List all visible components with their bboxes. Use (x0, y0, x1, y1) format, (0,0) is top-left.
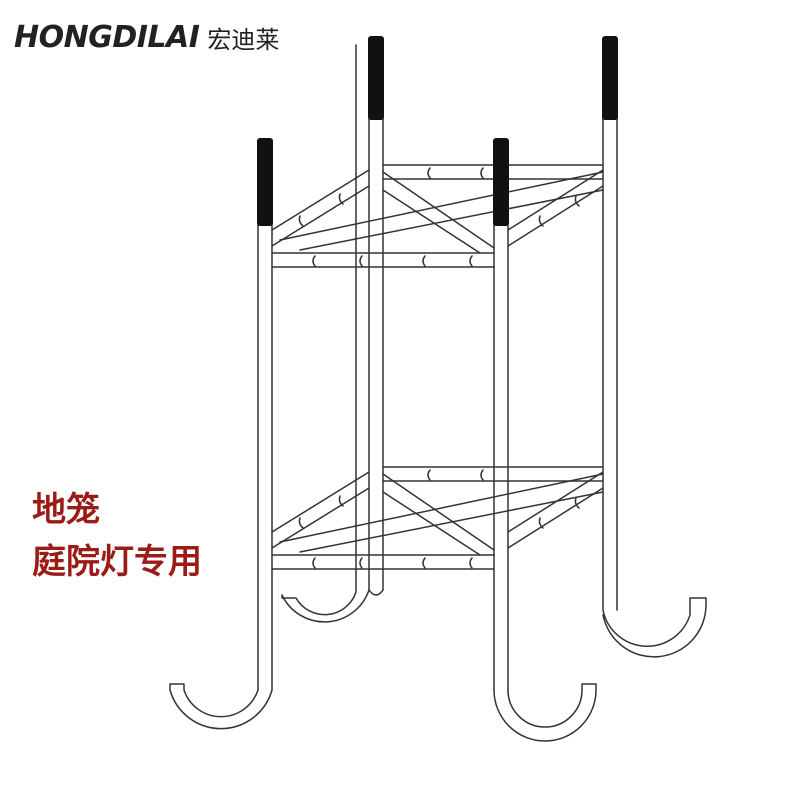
lower-frame (271, 466, 604, 570)
upper-frame (271, 164, 604, 268)
back-right-post (602, 39, 707, 658)
brand-logo: HONGDILAI 宏迪莱 (14, 14, 279, 60)
product-caption: 地笼 庭院灯专用 (32, 484, 202, 588)
caption-line-1: 地笼 (32, 490, 100, 530)
post-caps (257, 36, 618, 226)
cap-front-right (493, 138, 509, 226)
brand-name-cjk: 宏迪莱 (207, 25, 280, 54)
front-right-post (493, 139, 597, 742)
caption-line-2: 庭院灯专用 (32, 542, 202, 582)
cap-back-left (368, 36, 384, 120)
front-left-post (169, 139, 273, 730)
brand-name-latin: HONGDILAI (14, 19, 200, 55)
back-left-post (281, 39, 384, 623)
cap-back-right (602, 36, 618, 120)
cap-front-left (257, 138, 273, 226)
